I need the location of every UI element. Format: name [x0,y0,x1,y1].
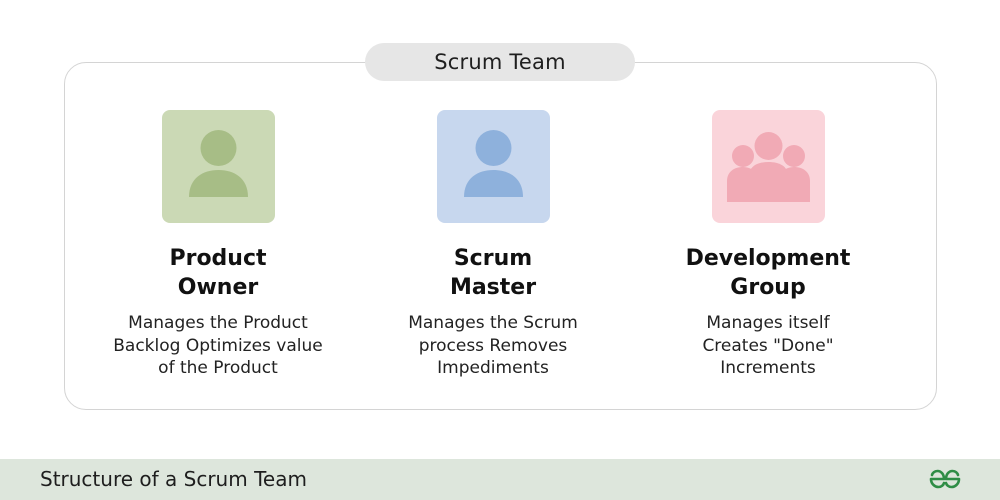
scrum-master-icon-tile [436,110,550,223]
role-description-line: process Removes [418,335,568,356]
role-development-group: Development Group Manages itself Creates… [618,110,918,380]
role-description-line: Manages itself [706,313,830,333]
role-description-line: Impediments [437,358,549,378]
role-title-line: Master [449,275,537,300]
role-description: Manages the Scrum process Removes Impedi… [408,312,578,380]
role-description: Manages itself Creates "Done" Increments [702,312,833,380]
role-title-line: Group [730,275,806,300]
role-description-line: of the Product [158,358,278,378]
role-description-line: Manages the Scrum [408,313,578,333]
role-title: Scrum Master [450,244,536,302]
role-description-line: Increments [720,358,816,378]
role-description-line: Creates "Done" [702,335,834,356]
role-title-line: Product [169,246,267,271]
person-icon [188,130,248,197]
footer-caption: Structure of a Scrum Team [40,467,307,491]
geeksforgeeks-logo-icon [929,469,961,489]
person-icon [463,130,523,197]
role-description-line: Manages the Product [128,313,308,333]
role-title: Product Owner [169,244,266,302]
team-label: Scrum Team [365,43,635,81]
role-description: Manages the Product Backlog Optimizes va… [113,312,323,380]
role-title-line: Owner [177,275,259,300]
footer-bar: Structure of a Scrum Team [0,459,1000,500]
role-title: Development Group [686,244,851,302]
role-product-owner: Product Owner Manages the Product Backlo… [68,110,368,380]
role-description-line: Backlog Optimizes value [113,335,323,356]
role-title-line: Scrum [453,246,533,271]
role-scrum-master: Scrum Master Manages the Scrum process R… [343,110,643,380]
group-icon [726,132,810,202]
product-owner-icon-tile [161,110,275,223]
development-group-icon-tile [711,110,825,223]
role-title-line: Development [685,246,851,271]
